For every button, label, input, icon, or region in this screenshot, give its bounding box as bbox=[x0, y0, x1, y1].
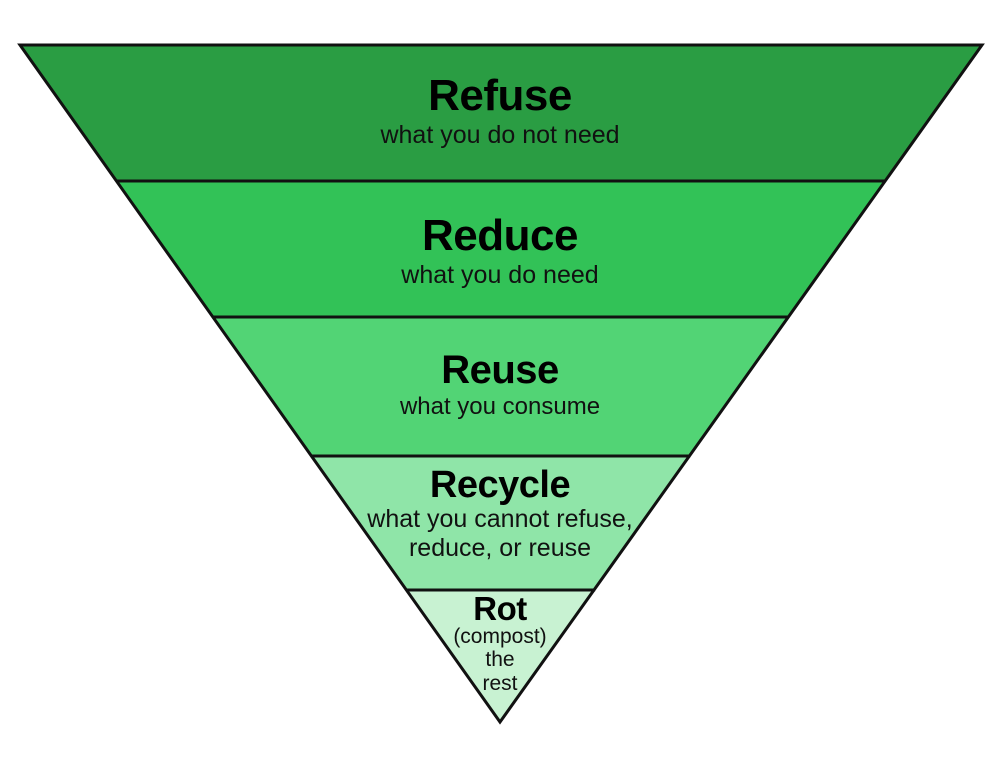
tier-label-reduce[interactable]: Reduce what you do need bbox=[0, 214, 1000, 289]
tier-title-reuse: Reuse bbox=[441, 348, 559, 392]
tier-subtitle-recycle-line2: reduce, or reuse bbox=[408, 533, 592, 562]
tier-subtitle-rot-line3: rest bbox=[482, 671, 518, 695]
tier-subtitle-reuse: what you consume bbox=[399, 393, 601, 420]
tier-subtitle-rot-line1: (compost) bbox=[453, 625, 547, 648]
tier-subtitle-refuse: what you do not need bbox=[380, 121, 620, 149]
tier-title-refuse: Refuse bbox=[428, 71, 572, 120]
tier-label-reuse[interactable]: Reuse what you consume bbox=[0, 350, 1000, 419]
tier-band-recycle[interactable] bbox=[311, 456, 691, 590]
tier-band-refuse[interactable] bbox=[20, 45, 982, 181]
tier-subtitle-recycle-line1: what you cannot refuse, bbox=[367, 505, 633, 533]
tier-label-refuse[interactable]: Refuse what you do not need bbox=[0, 74, 1000, 149]
tier-label-rot[interactable]: Rot (compost) the rest bbox=[0, 592, 1000, 695]
tier-band-reduce[interactable] bbox=[116, 181, 886, 317]
tier-label-recycle[interactable]: Recycle what you cannot refuse, reduce, … bbox=[0, 466, 1000, 561]
tier-title-recycle: Recycle bbox=[429, 464, 571, 506]
tier-title-reduce: Reduce bbox=[422, 211, 578, 260]
pyramid-outline bbox=[17, 43, 985, 725]
tier-title-rot: Rot bbox=[473, 590, 527, 627]
tier-band-reuse[interactable] bbox=[213, 317, 789, 456]
tier-band-rot[interactable] bbox=[406, 590, 596, 722]
tier-subtitle-rot-line2: the bbox=[485, 648, 515, 672]
tier-subtitle-reduce: what you do need bbox=[401, 261, 599, 289]
